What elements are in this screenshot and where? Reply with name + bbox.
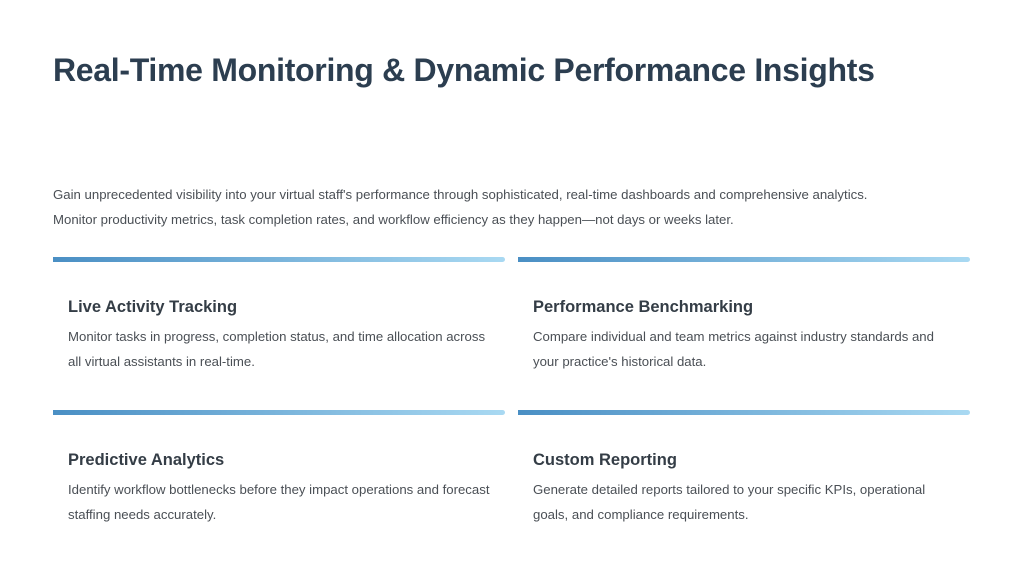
card-title: Performance Benchmarking <box>533 298 754 316</box>
card-title: Custom Reporting <box>533 451 677 469</box>
page-title: Real-Time Monitoring & Dynamic Performan… <box>53 52 875 88</box>
card-title: Live Activity Tracking <box>68 298 238 316</box>
intro-line-2: Monitor productivity metrics, task compl… <box>53 212 734 227</box>
card-title: Predictive Analytics <box>68 451 225 469</box>
intro-text: Gain unprecedented visibility into your … <box>53 182 993 232</box>
accent-bar <box>53 410 505 415</box>
feature-card-reporting: Custom Reporting Generate detailed repor… <box>518 410 970 527</box>
feature-card-predictive: Predictive Analytics Identify workflow b… <box>53 410 505 527</box>
accent-bar <box>518 257 970 262</box>
accent-bar <box>53 257 505 262</box>
card-description: Compare individual and team metrics agai… <box>533 329 934 369</box>
card-description: Monitor tasks in progress, completion st… <box>68 329 486 369</box>
feature-card-live-activity: Live Activity Tracking Monitor tasks in … <box>53 257 505 374</box>
card-description: Identify workflow bottlenecks before the… <box>68 482 490 522</box>
card-description: Generate detailed reports tailored to yo… <box>533 482 926 522</box>
accent-bar <box>518 410 970 415</box>
feature-card-benchmarking: Performance Benchmarking Compare individ… <box>518 257 970 374</box>
intro-line-1: Gain unprecedented visibility into your … <box>53 187 868 202</box>
